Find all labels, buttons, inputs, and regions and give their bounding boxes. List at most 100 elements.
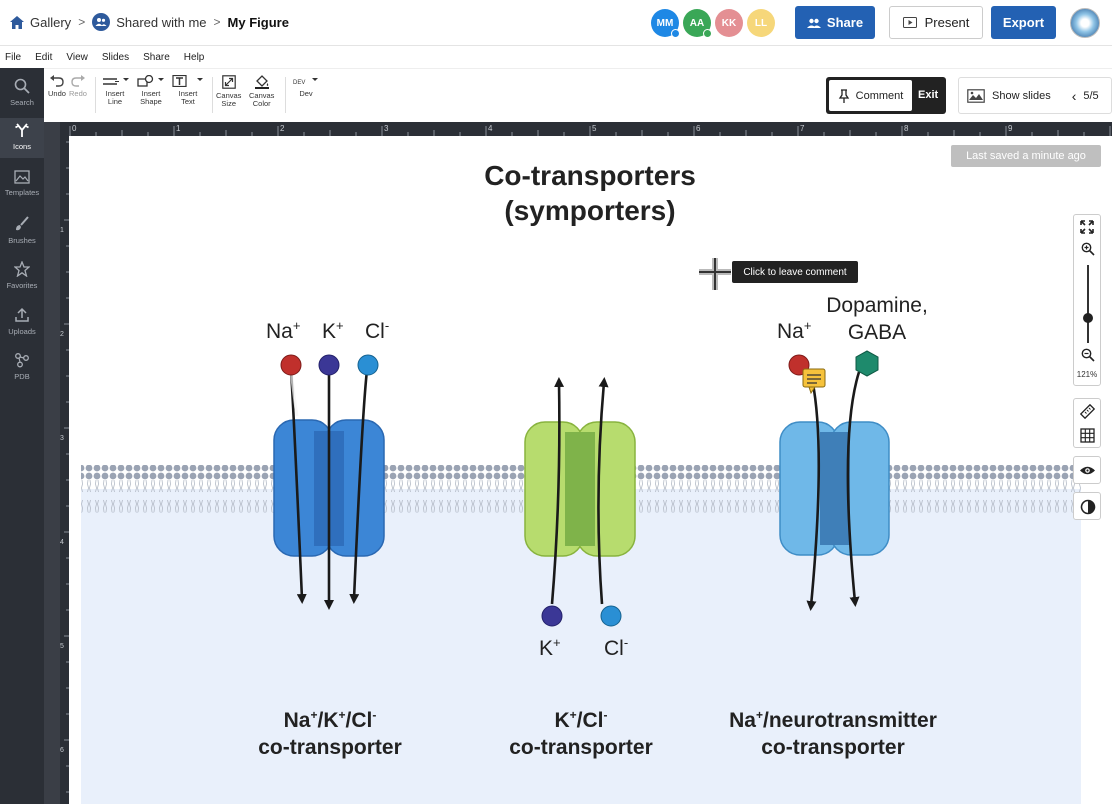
ruler-label: 3	[384, 124, 389, 133]
eye-icon	[1080, 466, 1095, 475]
vertical-ruler-ticks: 1 2 3 4 5 6	[60, 141, 69, 793]
ion-name: Cl	[604, 637, 624, 660]
zoom-in-icon[interactable]	[1081, 242, 1095, 256]
menu-help[interactable]: Help	[183, 51, 205, 63]
dev-menu-button[interactable]: DEV Dev	[292, 75, 320, 98]
undo-button[interactable]: Undo	[48, 75, 66, 98]
k-cl-transporter[interactable]	[524, 377, 636, 627]
home-icon[interactable]	[9, 15, 25, 30]
ion-label-k-bottom[interactable]: K+	[539, 635, 561, 661]
play-icon	[902, 17, 917, 28]
zoom-slider-track[interactable]	[1087, 265, 1089, 343]
insert-text-label2: Text	[181, 97, 195, 106]
slides-image-icon[interactable]	[967, 88, 985, 103]
insert-line-label: Insert	[105, 89, 125, 98]
breadcrumb-current[interactable]: My Figure	[227, 14, 289, 30]
na-neurotransmitter-transporter[interactable]	[779, 350, 890, 611]
comment-button[interactable]: Comment	[829, 80, 912, 111]
sidebar-item-icons[interactable]: Icons	[0, 118, 44, 158]
ion-label-k[interactable]: K+	[322, 318, 344, 344]
caption-na-neurotransmitter[interactable]: Na+/neurotransmitter co-transporter	[708, 702, 958, 761]
zoom-slider-thumb[interactable]	[1083, 313, 1093, 323]
comment-label: Comment	[855, 89, 904, 102]
chevron-left-icon[interactable]: ‹	[1071, 87, 1077, 104]
ion-name: K	[322, 320, 337, 343]
breadcrumb-gallery[interactable]: Gallery	[30, 14, 72, 30]
ion-label-cl-bottom[interactable]: Cl-	[604, 635, 628, 661]
avatar-initials: LL	[754, 17, 768, 29]
shared-group-icon	[92, 13, 111, 31]
online-status-dot	[671, 29, 680, 38]
ruler-label: 9	[1008, 124, 1013, 133]
grid-icon[interactable]	[1080, 428, 1095, 443]
menu-share[interactable]: Share	[143, 51, 170, 63]
caption-k-cl[interactable]: K+/Cl- co-transporter	[481, 702, 681, 761]
upload-icon	[15, 307, 29, 322]
vruler-label: 4	[60, 539, 64, 546]
preview-toggle[interactable]	[1073, 456, 1101, 484]
export-label: Export	[1002, 15, 1045, 30]
fit-screen-icon[interactable]	[1080, 220, 1094, 234]
search-icon	[14, 78, 30, 94]
figure-title[interactable]: Co-transporters (symporters)	[440, 158, 740, 228]
sidebar-item-brushes[interactable]: Brushes	[0, 216, 44, 245]
collaborator-avatars: MM AA KK LL	[651, 9, 779, 38]
sidebar-item-favorites[interactable]: Favorites	[0, 261, 44, 290]
ruler-icon[interactable]	[1080, 404, 1095, 419]
caption-line1: K+/Cl-	[554, 708, 608, 732]
avatar[interactable]: MM	[651, 9, 680, 38]
export-button[interactable]: Export	[991, 6, 1056, 39]
sidebar-item-label: Favorites	[6, 281, 38, 290]
canvas-color-button[interactable]: Canvas Color	[249, 75, 274, 108]
undo-icon	[49, 75, 64, 87]
sidebar-item-label: Icons	[13, 142, 31, 151]
comment-marker-icon[interactable]	[802, 368, 826, 395]
avatar-initials: MM	[656, 17, 674, 29]
menu-view[interactable]: View	[66, 51, 88, 63]
insert-line-button[interactable]: Insert Line	[101, 75, 129, 106]
chevron-right-icon: >	[213, 15, 221, 29]
avatar[interactable]: LL	[747, 9, 775, 37]
sidebar-item-pdb[interactable]: PDB	[0, 352, 44, 381]
caption-na-k-cl[interactable]: Na+/K+/Cl- co-transporter	[230, 702, 430, 761]
avatar[interactable]: KK	[715, 9, 743, 37]
share-button[interactable]: Share	[795, 6, 875, 39]
vruler-label: 1	[60, 227, 64, 234]
ruler-label: 0	[72, 124, 77, 133]
user-avatar[interactable]	[1070, 8, 1100, 38]
ion-charge: -	[384, 318, 390, 333]
vruler-label: 2	[60, 331, 64, 338]
insert-line-label2: Line	[107, 97, 123, 106]
contrast-toggle[interactable]	[1073, 492, 1101, 520]
sidebar-item-templates[interactable]: Templates	[0, 170, 44, 197]
exit-comment-button[interactable]: Exit	[918, 89, 939, 101]
toolbar: Undo Redo Insert Line Insert Shape Inser…	[44, 68, 1112, 122]
menu-file[interactable]: File	[5, 51, 22, 63]
insert-text-button[interactable]: Insert Text	[172, 75, 204, 106]
neurotransmitter-label[interactable]: Dopamine, GABA	[812, 292, 942, 346]
figure-canvas[interactable]	[69, 136, 1112, 804]
canvas-size-button[interactable]: Canvas Size	[216, 75, 241, 108]
menu-slides[interactable]: Slides	[101, 51, 130, 63]
breadcrumb-shared[interactable]: Shared with me	[116, 14, 207, 30]
slide-counter: 5/5	[1083, 89, 1099, 102]
show-slides-button[interactable]: Show slides	[992, 89, 1051, 102]
redo-button[interactable]: Redo	[69, 75, 87, 98]
present-button[interactable]: Present	[889, 6, 983, 39]
figure-title-line2: (symporters)	[504, 195, 676, 226]
ion-name: Na	[777, 320, 804, 343]
insert-shape-button[interactable]: Insert Shape	[137, 75, 165, 106]
ion-charge: +	[553, 635, 561, 650]
insert-shape-label: Insert	[141, 89, 161, 98]
avatar[interactable]: AA	[683, 9, 712, 38]
sidebar-item-search[interactable]: Search	[0, 78, 44, 107]
zoom-out-icon[interactable]	[1081, 348, 1095, 362]
figure-title-line1: Co-transporters	[484, 160, 696, 191]
na-k-cl-transporter[interactable]	[273, 354, 385, 610]
sidebar-item-label: PDB	[14, 372, 30, 381]
ion-label-na-right[interactable]: Na+	[777, 318, 811, 344]
menu-edit[interactable]: Edit	[35, 51, 53, 63]
ion-label-na[interactable]: Na+	[266, 318, 300, 344]
sidebar-item-uploads[interactable]: Uploads	[0, 307, 44, 336]
ion-label-cl[interactable]: Cl-	[365, 318, 389, 344]
